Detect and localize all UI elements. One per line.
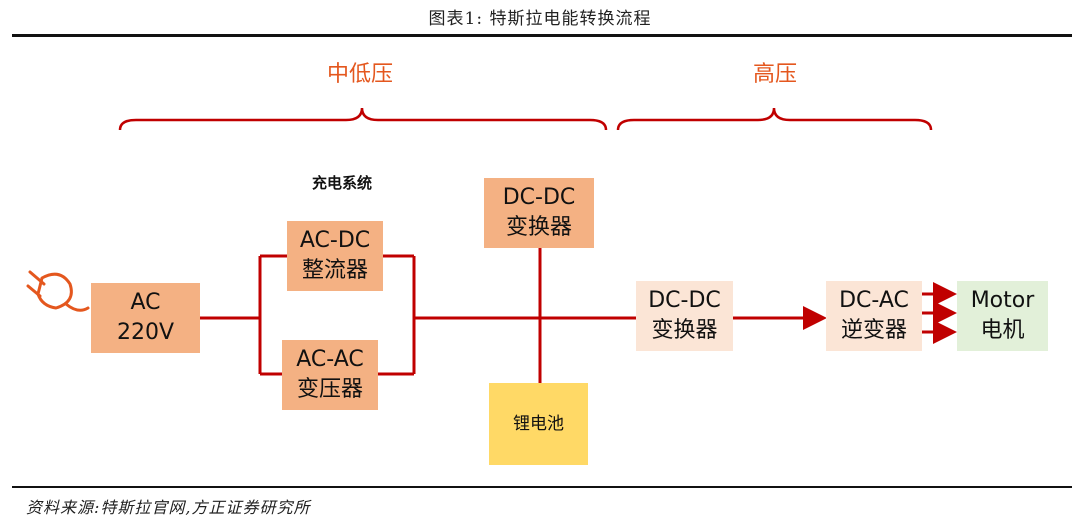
dc-ac-inverter-line1: DC-AC	[839, 288, 909, 313]
ac-ac-transformer-line1: AC-AC	[296, 347, 364, 372]
ac-dc-rectifier-line1: AC-DC	[299, 228, 371, 253]
plug-icon	[26, 270, 90, 312]
brace-mid-low-voltage	[118, 107, 608, 131]
region-label-high-voltage: 高压	[752, 62, 797, 87]
charging-system-label: 充电系统	[312, 174, 373, 192]
battery-label: 锂电池	[513, 414, 564, 434]
dc-dc-upper-line2: 变换器	[505, 215, 572, 240]
ac-ac-transformer-line2: 变压器	[296, 377, 363, 402]
ac-source-node: AC 220V	[91, 283, 200, 353]
dc-dc-main-node: DC-DC 变换器	[636, 281, 733, 351]
battery-node: 锂电池	[489, 383, 588, 465]
dc-ac-inverter-line2: 逆变器	[840, 318, 907, 343]
dc-dc-main-line2: 变换器	[651, 318, 718, 343]
motor-node: Motor 电机	[957, 281, 1048, 351]
dc-dc-upper-node: DC-DC 变换器	[484, 178, 594, 248]
ac-ac-transformer-node: AC-AC 变压器	[282, 340, 378, 410]
top-rule	[12, 34, 1072, 37]
figure-title: 图表1: 特斯拉电能转换流程	[428, 9, 652, 29]
figure-source: 资料来源:特斯拉官网,方正证券研究所	[26, 498, 311, 517]
dc-dc-upper-line1: DC-DC	[502, 185, 576, 210]
motor-line2: 电机	[980, 318, 1025, 343]
bottom-rule	[12, 486, 1072, 488]
ac-dc-rectifier-node: AC-DC 整流器	[287, 221, 383, 291]
brace-high-voltage	[616, 107, 933, 131]
motor-line1: Motor	[970, 288, 1035, 313]
ac-source-line1: AC	[130, 290, 161, 315]
region-label-mid-low-voltage: 中低压	[326, 62, 393, 87]
dc-dc-main-line1: DC-DC	[648, 288, 721, 313]
ac-source-line2: 220V	[116, 320, 175, 345]
ac-dc-rectifier-line2: 整流器	[301, 258, 368, 283]
dc-ac-inverter-node: DC-AC 逆变器	[826, 281, 922, 351]
